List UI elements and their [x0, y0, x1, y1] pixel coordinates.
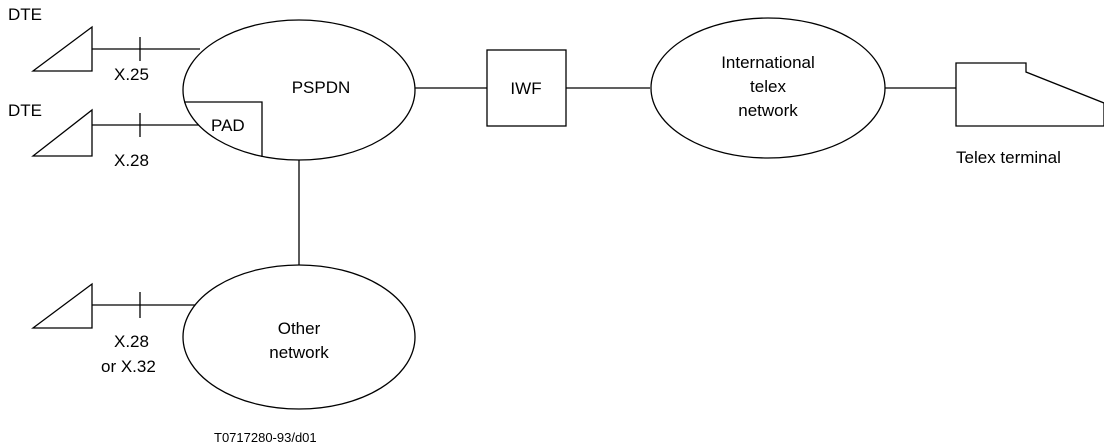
dte-top-terminal-icon [31, 25, 93, 72]
pad-label: PAD [211, 116, 245, 135]
figure-id: T0717280-93/d01 [214, 430, 317, 445]
other-network-ellipse [182, 264, 416, 410]
telex-terminal-icon [955, 62, 1104, 127]
telex-network-label-line3: network [738, 101, 798, 120]
telex-network-label-line2: telex [750, 77, 786, 96]
dte-bottom-terminal-icon [31, 282, 93, 329]
other-network-label-line1: Other [278, 319, 321, 338]
iwf-box [486, 49, 567, 127]
dte-middle-label: DTE [8, 101, 42, 120]
other-network-label-line2: network [269, 343, 329, 362]
x28-label: X.28 [114, 151, 149, 170]
x25-label: X.25 [114, 65, 149, 84]
pspdn-label: PSPDN [292, 78, 351, 97]
dte-middle-terminal-icon [31, 108, 93, 157]
telex-terminal-label: Telex terminal [956, 148, 1061, 167]
x28-x32-label-line2: or X.32 [101, 357, 156, 376]
pad-box [184, 101, 263, 157]
dte-top-label: DTE [8, 5, 42, 24]
telex-network-label-line1: International [721, 53, 815, 72]
iwf-label: IWF [510, 79, 541, 98]
x28-x32-label-line1: X.28 [114, 332, 149, 351]
